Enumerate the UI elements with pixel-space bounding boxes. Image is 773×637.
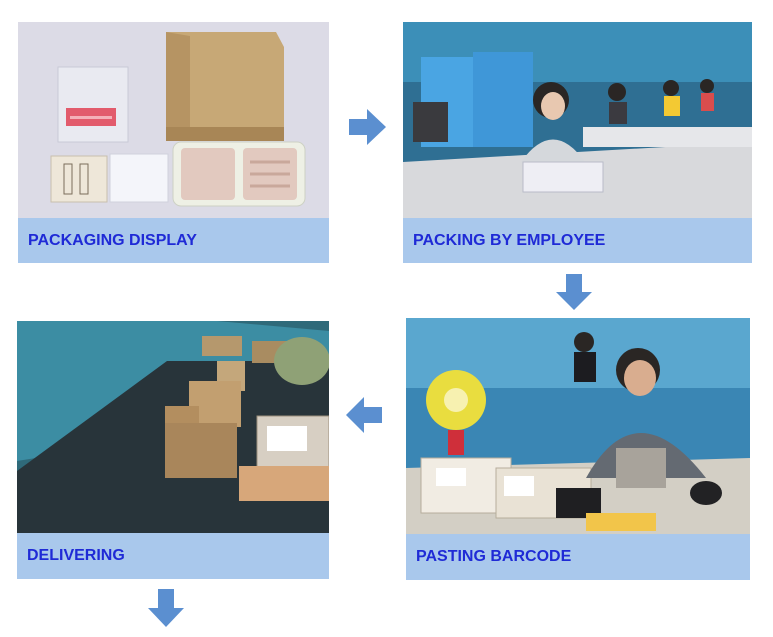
step-caption: PASTING BARCODE: [406, 534, 750, 580]
step-card-packing-by-employee: PACKING BY EMPLOYEE: [403, 22, 752, 263]
step-caption: PACKAGING DISPLAY: [18, 218, 329, 263]
pasting-barcode-photo: [406, 318, 750, 534]
step-caption: PACKING BY EMPLOYEE: [403, 218, 752, 263]
packaging-display-photo: [18, 22, 329, 218]
step-card-pasting-barcode: PASTING BARCODE: [406, 318, 750, 580]
step-caption: DELIVERING: [17, 533, 329, 579]
arrow-down-icon: [556, 274, 592, 310]
arrow-left-icon: [346, 397, 382, 433]
delivering-photo: [17, 321, 329, 533]
step-card-packaging-display: PACKAGING DISPLAY: [18, 22, 329, 263]
packing-by-employee-photo: [403, 22, 752, 218]
step-card-delivering: DELIVERING: [17, 321, 329, 579]
arrow-down-icon: [148, 589, 184, 627]
arrow-right-icon: [349, 109, 386, 145]
